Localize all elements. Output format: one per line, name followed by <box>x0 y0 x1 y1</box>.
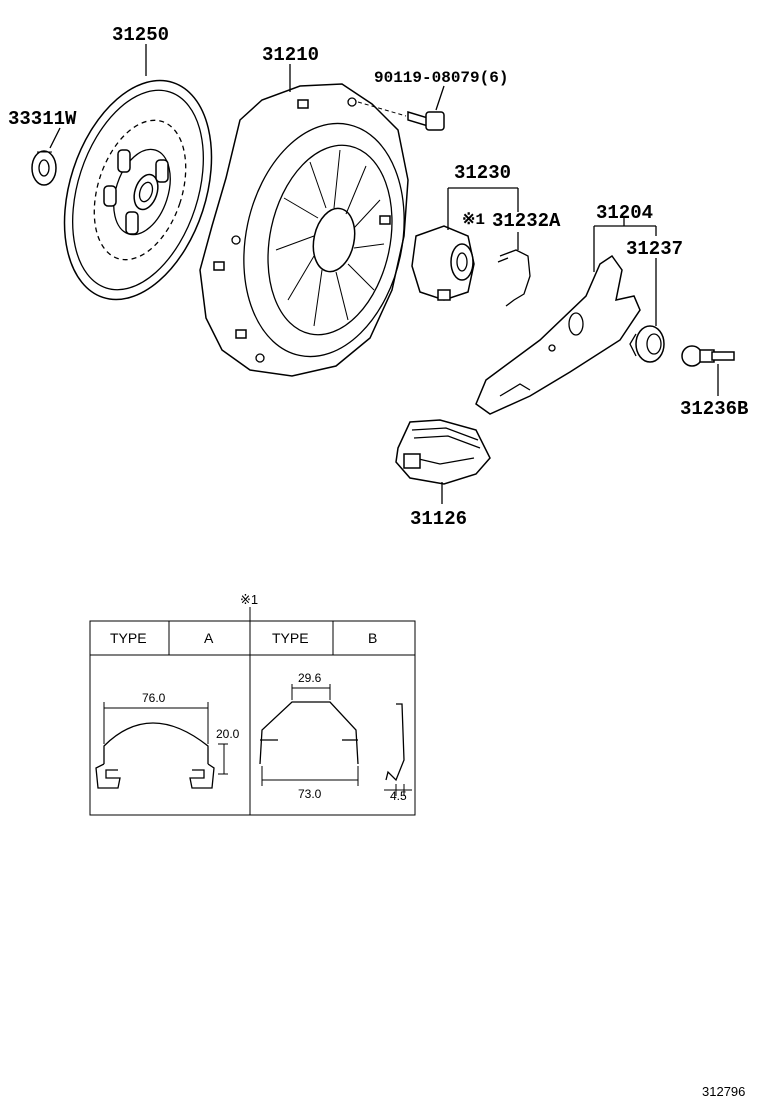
label-31230: 31230 <box>454 162 511 184</box>
clip-31232a[interactable] <box>497 249 531 307</box>
clutch-cover-31210[interactable] <box>199 83 425 377</box>
type-b-clip-drawing: 29.6 73.0 4.5 <box>259 671 412 803</box>
label-31204: 31204 <box>596 202 653 224</box>
note-mark-table: ※1 <box>240 592 258 607</box>
label-31126: 31126 <box>410 508 467 530</box>
type-b-depth: 4.5 <box>390 789 407 803</box>
type-value-b: B <box>368 630 377 646</box>
type-b-top-width: 29.6 <box>298 671 322 685</box>
type-a-clip-drawing: 76.0 20.0 <box>95 691 240 789</box>
bolt-90119-08079[interactable] <box>407 110 445 131</box>
label-31250: 31250 <box>112 24 169 46</box>
label-31232a: 31232A <box>492 210 561 232</box>
label-31237: 31237 <box>626 238 683 260</box>
label-31236b: 31236B <box>680 398 748 420</box>
release-bearing-31230[interactable] <box>411 225 475 301</box>
type-a-height: 20.0 <box>216 727 240 741</box>
label-31210: 31210 <box>262 44 319 66</box>
pilot-bearing-33311w[interactable] <box>31 150 57 186</box>
type-b-bottom-width: 73.0 <box>298 787 322 801</box>
note-mark-parts: ※1 <box>462 211 485 229</box>
cover-31126[interactable] <box>395 419 491 485</box>
type-header-b: TYPE <box>272 630 309 646</box>
pivot-31236b[interactable] <box>681 345 735 367</box>
boot-31237[interactable] <box>629 325 665 363</box>
diagram-code: 312796 <box>702 1084 745 1099</box>
type-value-a: A <box>204 630 214 646</box>
label-33311w: 33311W <box>8 108 77 130</box>
clutch-disc-31250[interactable] <box>38 62 237 319</box>
type-header-a: TYPE <box>110 630 147 646</box>
type-table: ※1 TYPE A TYPE B 76.0 20.0 <box>89 592 416 816</box>
type-a-width: 76.0 <box>142 691 166 705</box>
release-fork-31204[interactable] <box>475 254 641 415</box>
label-bolt: 90119-08079(6) <box>374 69 508 87</box>
